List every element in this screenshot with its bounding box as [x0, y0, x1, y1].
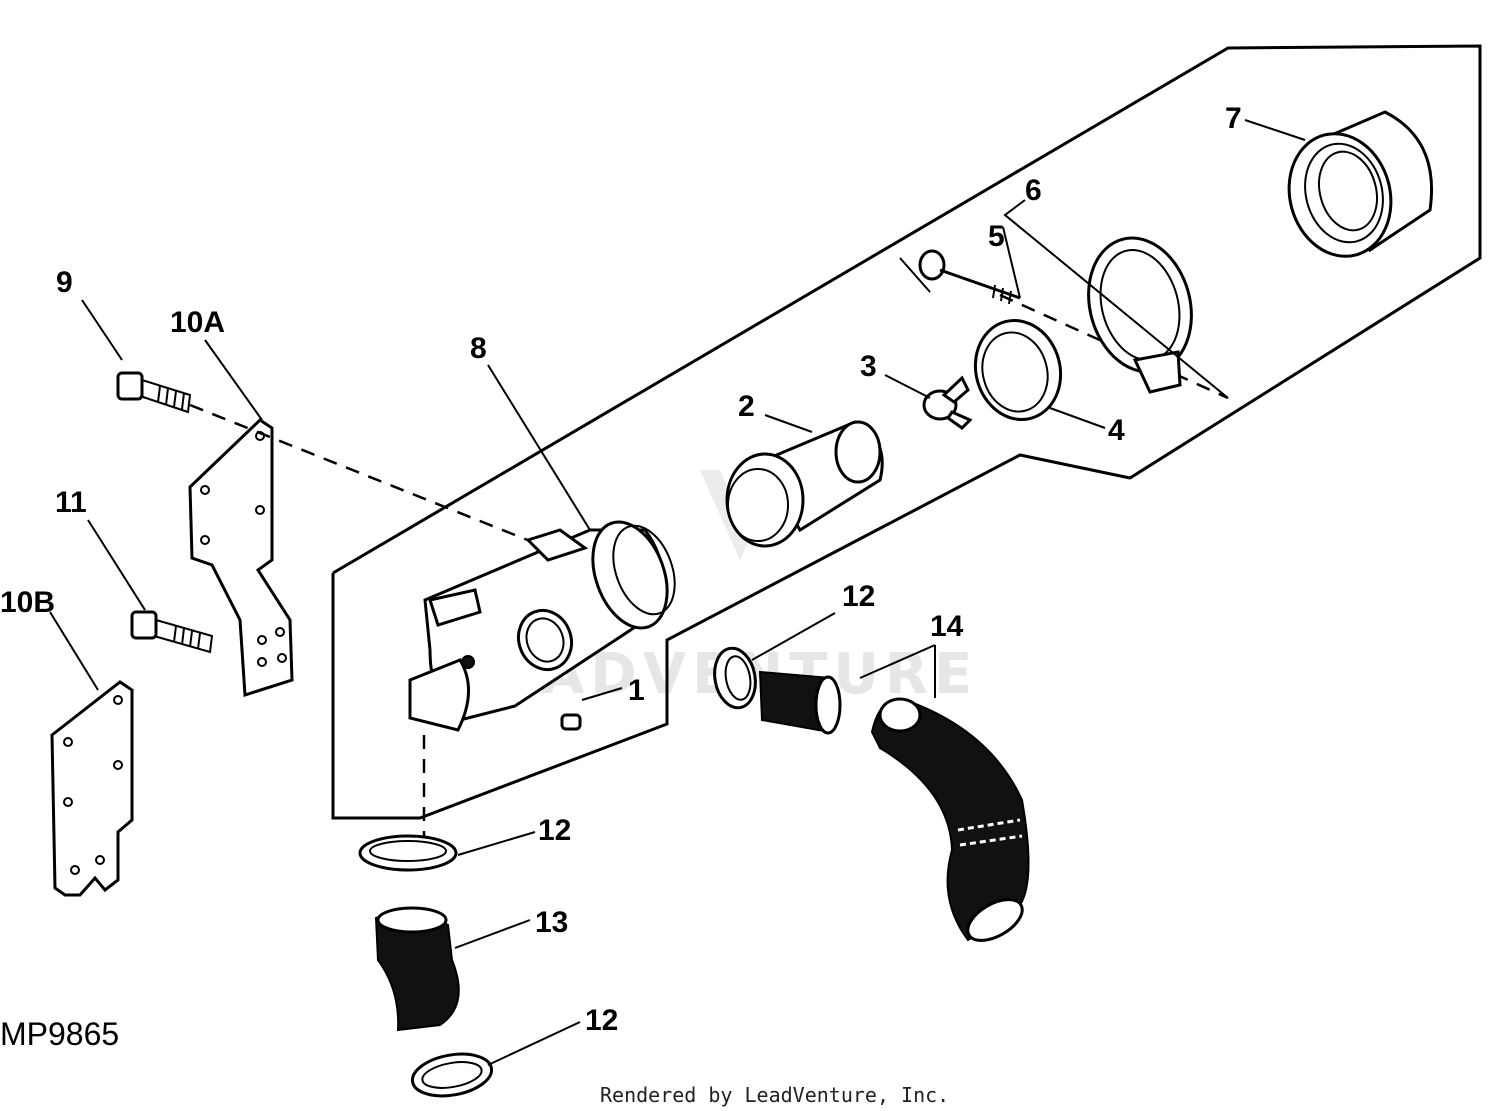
- callout-10b: 10B: [0, 586, 55, 619]
- lower-mounting-plate: [50, 680, 134, 897]
- assembly-outline: [331, 44, 1482, 820]
- callout-3: 3: [860, 350, 877, 383]
- callout-2: 2: [738, 390, 755, 423]
- elbow-hose: [870, 697, 1030, 942]
- hose-clamp-upper: [713, 646, 757, 710]
- callout-4: 4: [1108, 414, 1125, 447]
- upper-mounting-bracket: [188, 418, 294, 698]
- callout-12-middle: 12: [538, 814, 571, 847]
- callout-12-upper: 12: [842, 580, 875, 613]
- callout-6: 6: [1025, 174, 1042, 207]
- callout-9: 9: [56, 266, 73, 299]
- callout-5: 5: [988, 220, 1005, 253]
- render-credit: Rendered by LeadVenture, Inc.: [600, 1083, 949, 1107]
- seal-ring: [973, 318, 1063, 422]
- short-hose: [758, 670, 842, 735]
- callout-7: 7: [1225, 102, 1242, 135]
- bolt-alignment-line: [189, 403, 541, 547]
- callout-8: 8: [470, 332, 487, 365]
- callout-1: 1: [628, 674, 645, 707]
- callout-11: 11: [55, 486, 87, 519]
- callout-10a: 10A: [170, 306, 225, 339]
- valve-fitting: [560, 713, 582, 731]
- figure-code: MP9865: [0, 1016, 119, 1052]
- hose-clamp-middle: [358, 834, 458, 872]
- wing-nut: [922, 375, 973, 430]
- callout-14: 14: [930, 610, 964, 643]
- callout-12-lower: 12: [585, 1004, 618, 1037]
- callout-13: 13: [535, 906, 568, 939]
- bolt-9: [116, 371, 192, 414]
- hose-clamp-lower: [410, 1052, 494, 1098]
- air-cleaner-housing: [408, 520, 676, 732]
- leader-lines: [49, 119, 1306, 1066]
- band-clamp: [1087, 236, 1193, 394]
- bolt-11: [130, 610, 214, 654]
- mounting-rod: [899, 249, 1021, 305]
- outer-cover: [1287, 110, 1434, 258]
- primary-filter-element: [725, 420, 884, 548]
- inlet-hose: [374, 906, 460, 1032]
